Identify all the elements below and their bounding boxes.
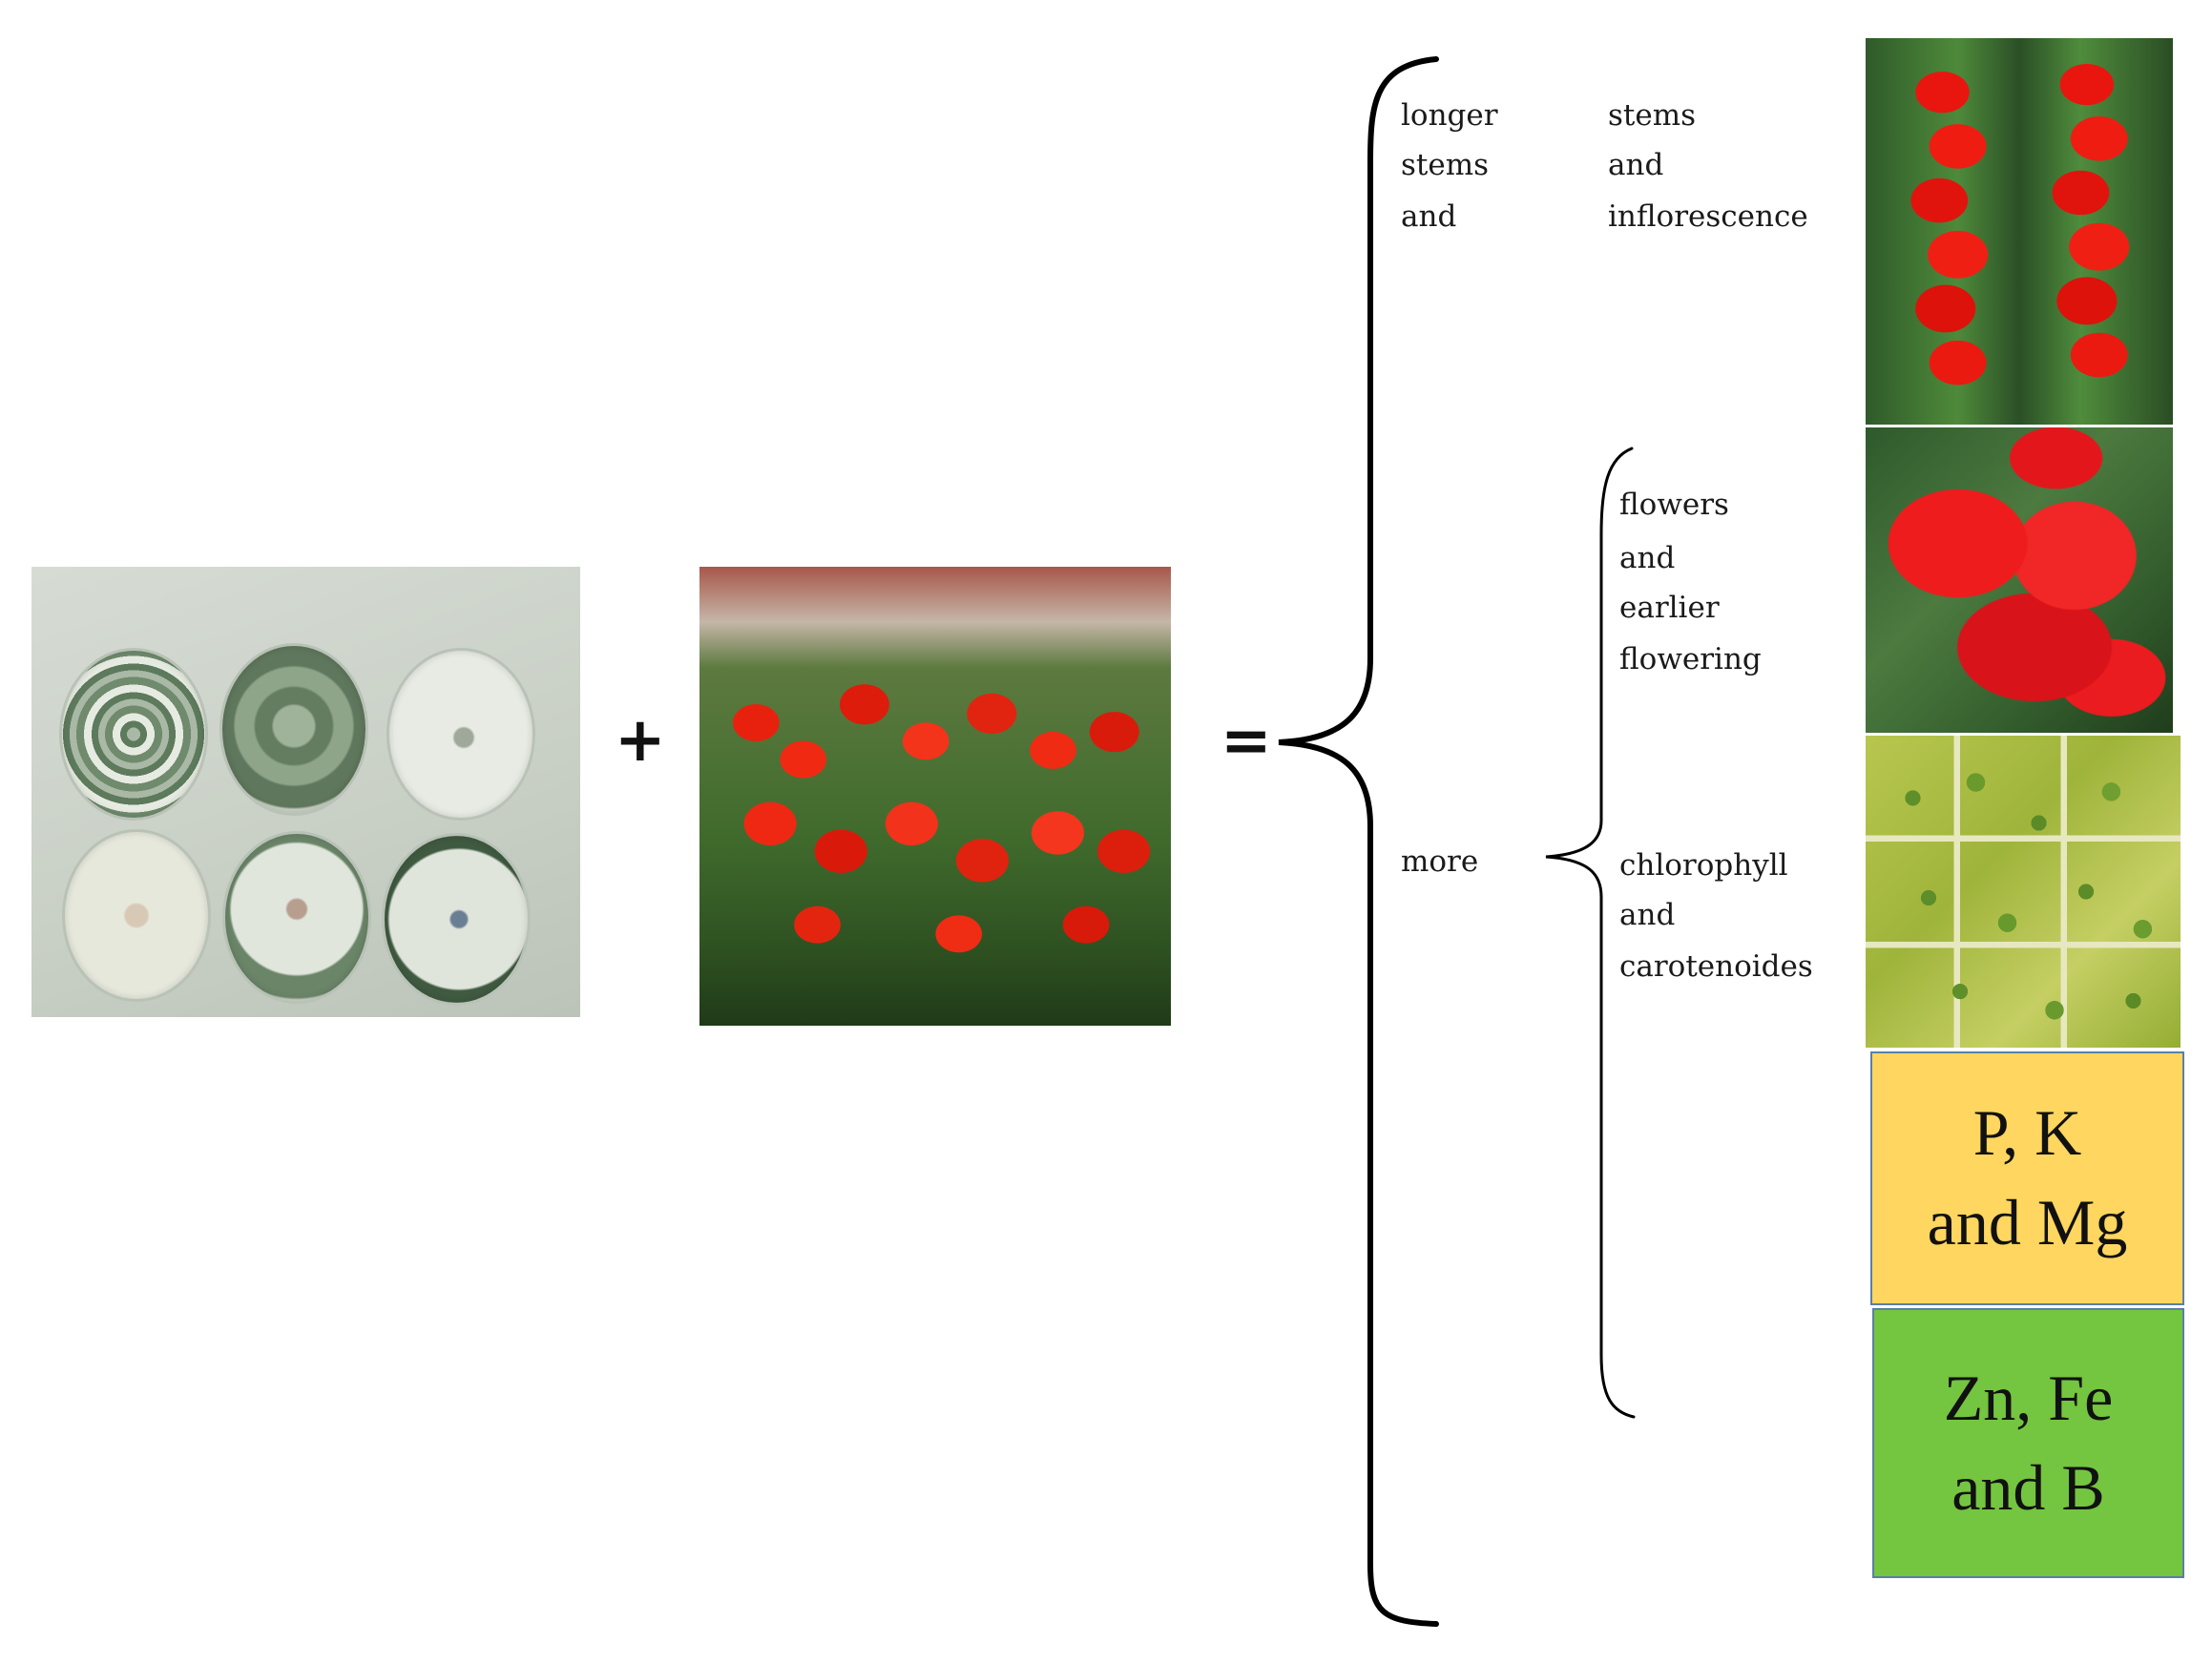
label-inflorescence: inflorescence: [1608, 199, 1808, 234]
label-stems-2: stems: [1608, 98, 1697, 133]
label-carotenoides: carotenoides: [1619, 949, 1813, 984]
gladiolus-photo: [699, 567, 1171, 1026]
label-longer: longer: [1401, 98, 1498, 133]
petri-dish: [62, 651, 205, 818]
petri-dish: [385, 836, 528, 1003]
small-brace: [1545, 447, 1636, 1419]
petri-dish: [222, 646, 365, 813]
nutrient-box-pkmg: P, K and Mg: [1870, 1051, 2184, 1305]
label-earlier: earlier: [1619, 591, 1720, 625]
label-stems: stems: [1401, 148, 1490, 182]
label-more: more: [1401, 844, 1479, 879]
gladiolus-stems-photo: [1866, 38, 2173, 425]
nutrient-text-znfe: Zn, Fe: [1943, 1361, 2114, 1434]
nutrient-text-pk: P, K: [1972, 1096, 2082, 1170]
label-and-2: and: [1608, 148, 1664, 182]
equals-sign: =: [1221, 706, 1272, 777]
label-flowers-and: and: [1619, 541, 1676, 575]
label-chlorophyll: chlorophyll: [1619, 848, 1788, 883]
plus-sign: +: [615, 705, 666, 776]
label-flowers: flowers: [1619, 488, 1729, 522]
petri-dish: [389, 651, 532, 818]
label-chlorophyll-and: and: [1619, 898, 1676, 932]
nutrient-box-znfeb: Zn, Fe and B: [1872, 1308, 2184, 1578]
petri-dish: [225, 834, 368, 1001]
nutrient-text-mg: and Mg: [1927, 1186, 2128, 1258]
chlorophyll-cells-photo: [1866, 736, 2181, 1048]
petri-dish: [65, 832, 208, 999]
label-and: and: [1401, 199, 1457, 234]
large-brace: [1278, 56, 1439, 1627]
label-flowering: flowering: [1619, 642, 1762, 676]
nutrient-text-b: and B: [1951, 1450, 2105, 1524]
gladiolus-flower-photo: [1866, 427, 2173, 733]
petri-dishes-photo: [31, 567, 580, 1017]
